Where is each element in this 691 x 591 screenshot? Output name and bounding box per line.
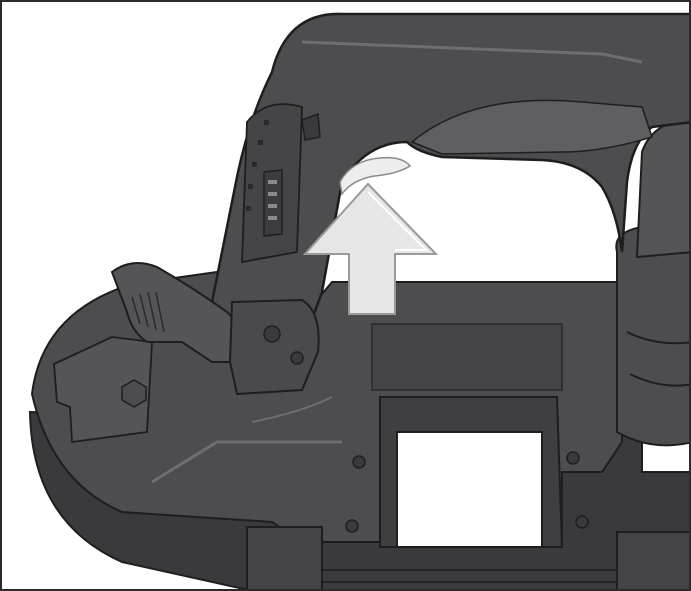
grip-texture (246, 120, 269, 211)
lever-pivot-block (228, 298, 320, 396)
arrow-shape (302, 182, 439, 315)
grip-panel (410, 99, 653, 155)
handle-top-ridge (301, 40, 643, 64)
wheel-housing-right (615, 116, 689, 447)
blade-guide-right (616, 531, 689, 589)
speed-dial-marks (268, 180, 277, 220)
blade-guide-left (246, 526, 323, 589)
screw-hole (575, 515, 589, 529)
arrow-shading (367, 191, 429, 251)
raised-plate (371, 323, 563, 391)
lever-ribs (131, 291, 165, 333)
hex-nut (121, 379, 147, 408)
screw-hole (566, 451, 580, 465)
deck-arc-line (251, 396, 333, 423)
deck-highlight-line (151, 440, 342, 484)
wheel-housing-body (615, 221, 689, 447)
tension-lever (110, 262, 320, 396)
wheel-housing-ring (629, 373, 689, 387)
base-deck (28, 270, 689, 589)
screw-hole (345, 519, 359, 533)
pivot-screw (263, 325, 281, 343)
sight-window-opening (396, 431, 543, 548)
blade-wheel-plate (53, 336, 153, 444)
lock-button (301, 112, 321, 141)
wheel-housing-ring (626, 331, 689, 345)
lever-arm (110, 262, 249, 363)
blade-guide-rail (321, 569, 618, 583)
handle-frame (210, 12, 689, 354)
screw-hole (352, 455, 366, 469)
handle-body (210, 12, 689, 354)
arrow-up-icon (302, 182, 439, 315)
speed-dial (263, 169, 283, 237)
pivot-screw (290, 351, 304, 365)
trigger (339, 156, 412, 196)
